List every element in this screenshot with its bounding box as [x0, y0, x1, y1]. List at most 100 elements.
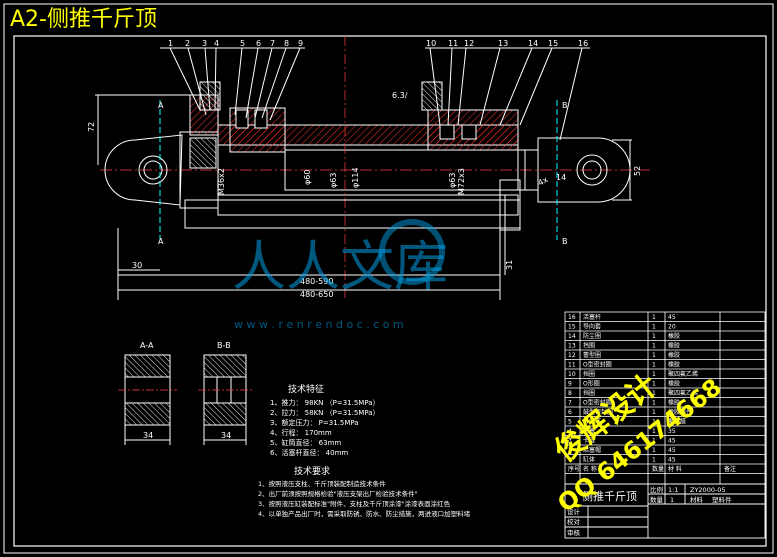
bom-row-15-qty: 1 — [652, 324, 656, 331]
bom-head-qty: 数量 — [652, 465, 664, 473]
bom-row-14-name: 防尘圈 — [583, 332, 601, 340]
spec-item-4: 4、行程： 170mm — [270, 428, 332, 437]
section-mark-a-top: A — [158, 101, 164, 110]
bom-row-15-name: 导向套 — [583, 323, 601, 331]
balloon-15: 15 — [548, 39, 558, 48]
section-mark-b-bottom: B — [562, 237, 568, 246]
bom-row-13-qty: 1 — [652, 343, 656, 350]
bom-row-8-no: 8 — [568, 390, 572, 397]
bom-row-8-qty: 1 — [652, 390, 656, 397]
section-bb-label: B-B — [217, 341, 231, 350]
section-mark-b-top: B — [562, 101, 568, 110]
sheet-title: A2-侧推千斤顶 — [10, 7, 157, 32]
dim-4x: 4x — [537, 175, 550, 188]
bom-row-16-mat: 45 — [668, 314, 676, 321]
watermark-url: w w w . r e n r e n d o c . c o m — [234, 318, 404, 331]
bom-row-4-no: 4 — [568, 428, 572, 435]
bom-row-5-qty: 1 — [652, 419, 656, 426]
bom-row-6-name: 鼓型密封圈 — [583, 408, 613, 416]
bom-row-7-name: O型密封圈 — [583, 399, 612, 407]
title-block-scale: 1:1 — [668, 486, 678, 494]
bom-head-no: 序号 — [568, 465, 580, 473]
bom-row-8-name: 挡圈 — [583, 389, 595, 397]
bom-row-10-qty: 1 — [652, 371, 656, 378]
spec-item-3: 3、额定压力： P=31.5MPa — [270, 418, 359, 427]
bom-row-8-mat: 聚四氟乙烯 — [668, 389, 698, 397]
section-mark-a-bottom: A — [158, 237, 164, 246]
requirements-title: 技术要求 — [294, 465, 330, 477]
balloon-13: 13 — [498, 39, 508, 48]
balloon-1: 1 — [168, 39, 173, 48]
bom-row-11-qty: 1 — [652, 362, 656, 369]
section-aa-width: 34 — [143, 431, 153, 440]
balloon-7: 7 — [270, 39, 275, 48]
bom-row-3-mat: 45 — [668, 438, 676, 445]
balloon-11: 11 — [448, 39, 458, 48]
section-aa-label: A-A — [140, 341, 154, 350]
title-block-material: 塑料件 — [712, 495, 732, 504]
bom-row-5-name: 导向环 — [583, 418, 601, 426]
balloon-14: 14 — [528, 39, 538, 48]
bom-row-14-qty: 1 — [652, 333, 656, 340]
dim-31: 31 — [505, 260, 514, 270]
bom-row-12-mat: 橡胶 — [668, 351, 680, 359]
bom-row-15-mat: 20 — [668, 324, 676, 331]
bom-row-16-no: 16 — [568, 314, 576, 321]
bom-row-14-mat: 橡胶 — [668, 332, 680, 340]
spec-item-2: 2、拉力： 58KN （P=31.5MPa） — [270, 408, 380, 417]
cylinder-main-view — [95, 36, 650, 300]
balloon-16: 16 — [578, 39, 588, 48]
title-block — [564, 483, 766, 539]
bom-head-mat: 材 料 — [668, 465, 682, 473]
balloon-4: 4 — [214, 39, 219, 48]
bom-row-5-no: 5 — [568, 419, 572, 426]
requirement-3: 3、按照液压缸装配标准"附件、支柱及千斤顶涂漆"涂漆表面涂红色 — [258, 499, 451, 508]
dim-phi60: φ60 — [303, 170, 312, 185]
section-bb-width: 34 — [221, 431, 231, 440]
requirement-2: 2、出厂前须按照规格检验"液压支架出厂检验技术条件" — [258, 489, 418, 498]
bom-row-9-no: 9 — [568, 381, 572, 388]
bom-row-7-mat: 橡胶 — [668, 399, 680, 407]
bom-row-6-mat: 橡胶组件 — [668, 408, 692, 416]
bom-row-1-mat: 45 — [668, 457, 676, 464]
bom-row-12-no: 12 — [568, 352, 576, 359]
bom-row-13-no: 13 — [568, 343, 576, 350]
dim-m36: M36x2 — [217, 168, 226, 195]
bom-row-12-name: 蕾型圈 — [583, 351, 601, 359]
bom-row-16-name: 活塞杆 — [583, 313, 601, 321]
title-block-design: 设计 — [567, 507, 581, 516]
bom-row-13-mat: 橡胶 — [668, 342, 680, 350]
bom-row-4-mat: 35 — [668, 428, 676, 435]
bom-row-11-name: O型密封圈 — [583, 361, 612, 369]
dim-72: 72 — [87, 122, 96, 132]
title-block-audit: 审核 — [567, 528, 581, 537]
bom-row-7-qty: 1 — [652, 400, 656, 407]
bom-row-14-no: 14 — [568, 333, 576, 340]
bom-row-11-mat: 橡胶 — [668, 361, 680, 369]
bom-row-10-no: 10 — [568, 371, 576, 378]
outer-border — [3, 3, 774, 554]
requirement-4: 4、以单独产品出厂时，需采取防锈、防水、防尘措施，两进液口加塑料堵 — [258, 509, 471, 518]
spec-item-5: 5、缸筒直径： 63mm — [270, 438, 341, 447]
section-views — [118, 354, 252, 445]
bom-row-12-qty: 1 — [652, 352, 656, 359]
bom-row-7-no: 7 — [568, 400, 572, 407]
title-block-check: 校对 — [567, 517, 581, 526]
bom-row-2-name: 活塞帽 — [583, 446, 601, 454]
bom-row-4-name: 活塞 — [583, 427, 595, 435]
bom-row-2-qty: 1 — [652, 447, 656, 454]
balloon-6: 6 — [256, 39, 261, 48]
balloon-5: 5 — [240, 39, 245, 48]
watermark-logo-icon — [379, 219, 445, 285]
bom-row-3-qty: 1 — [652, 438, 656, 445]
dim-length-min: 480-590 — [300, 277, 333, 286]
dim-phi63: φ63 — [329, 173, 338, 188]
dim-phi114: φ114 — [351, 167, 360, 188]
bom-row-10-name: 挡圈 — [583, 370, 595, 378]
title-block-qty: 1 — [670, 496, 674, 504]
tech-specs: 技术特征 1、推力： 98KN （P=31.5MPa） 2、拉力： 58KN （… — [270, 383, 380, 457]
dimension-texts: 480-590 480-650 30 31 72 52 M36x2 M72x3 … — [87, 91, 642, 299]
inner-border — [13, 35, 767, 547]
